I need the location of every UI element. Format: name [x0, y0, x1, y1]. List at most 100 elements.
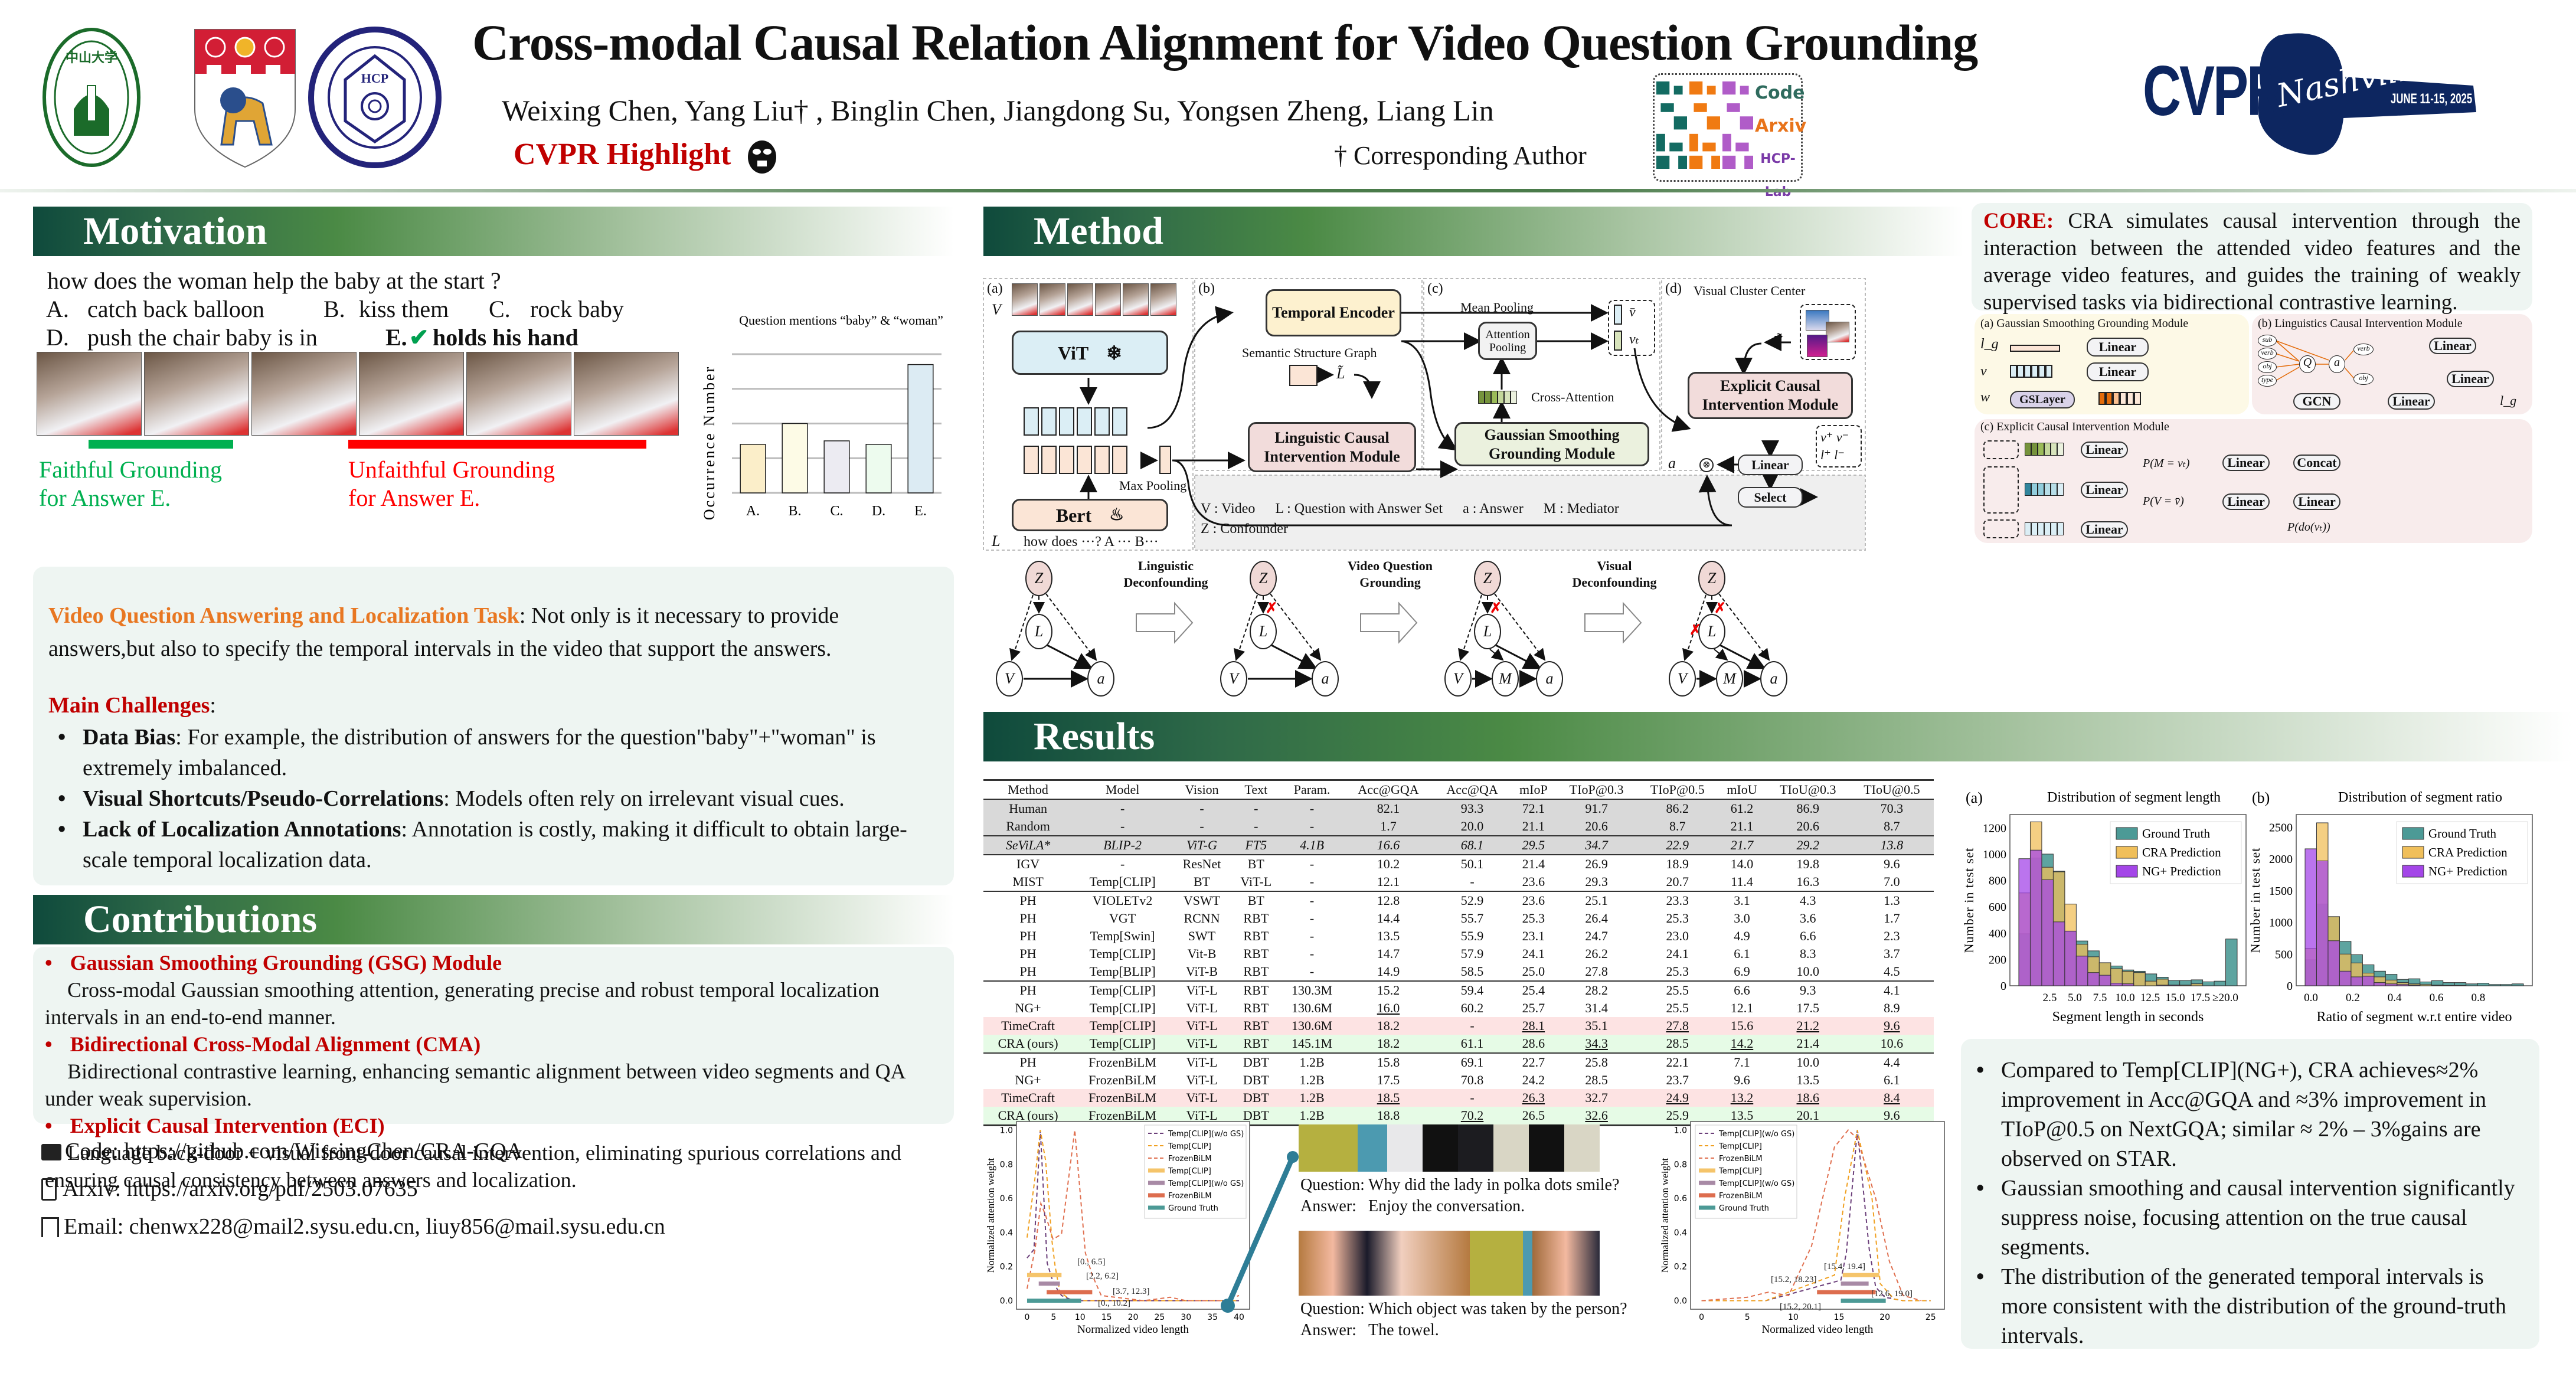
cluster-frames	[1983, 466, 2019, 514]
x-tick-label: E.	[914, 503, 927, 519]
arxiv-qr-icon[interactable]	[1689, 81, 1720, 169]
table-cell: -	[1309, 964, 1315, 979]
max-pooling-label: Max Pooling	[1119, 478, 1187, 493]
table-cell: RBT	[1243, 928, 1269, 943]
table-cell: 24.1	[1522, 946, 1545, 961]
table-cell: 8.7	[1849, 818, 1934, 836]
histogram-bar	[2489, 984, 2501, 986]
histogram-bar	[2179, 985, 2192, 986]
table-cell: 28.2	[1556, 980, 1637, 999]
histogram-ratio: (b)Distribution of segment ratio05001000…	[2248, 789, 2533, 1025]
histogram-bar	[2156, 979, 2169, 986]
arxiv-link[interactable]: Arxiv: https://arxiv.org/pdf/2503.07635	[41, 1170, 665, 1208]
histogram-bar	[2408, 985, 2421, 986]
pooled-text-token	[1159, 446, 1171, 474]
v-t-label: vₜ	[1629, 332, 1639, 347]
table-cell: RBT	[1231, 1035, 1281, 1053]
table-cell: 13.2	[1718, 1089, 1766, 1107]
flame-icon: ♨	[1109, 505, 1124, 524]
table-cell: -	[1280, 854, 1343, 873]
histogram-bar	[2454, 985, 2467, 986]
histogram-bar	[2156, 985, 2169, 986]
y-tick-label: 0	[2000, 980, 2006, 993]
table-cell: 6.6	[1718, 980, 1766, 999]
bar	[865, 444, 892, 493]
table-cell: 26.4	[1585, 911, 1608, 926]
table-cell: VGT	[1109, 911, 1136, 926]
chart-title: Question mentions “baby” & “woman”	[739, 313, 943, 328]
table-cell: 29.3	[1585, 874, 1608, 889]
table-cell: 29.5	[1511, 835, 1557, 855]
language-node: L	[1698, 614, 1725, 649]
histogram-bar	[2500, 984, 2513, 986]
table-cell: 6.1	[1734, 946, 1750, 961]
column-header: Acc@QA	[1433, 779, 1511, 800]
column-header: Param.	[1280, 779, 1343, 800]
y-axis-label: Number in test set	[2248, 848, 2263, 953]
histogram-bar	[2362, 976, 2375, 986]
table-cell: 23.3	[1637, 891, 1718, 910]
table-cell: ViT-L	[1172, 1017, 1231, 1035]
video-frame	[37, 352, 142, 436]
causal-edge	[1718, 643, 1766, 669]
table-cell: PH	[983, 891, 1073, 910]
qr-dotted-frame	[1653, 73, 1803, 182]
graph-node-type: type	[2258, 375, 2277, 387]
sysu-logo-cn: 中山大学	[66, 50, 117, 65]
task-description: Video Question Answering and Localizatio…	[48, 603, 839, 661]
linear-layer: Linear	[2429, 338, 2476, 354]
table-cell: 15.2	[1343, 980, 1434, 999]
table-cell: Temp[CLIP]	[1089, 874, 1156, 889]
table-cell: 18.6	[1766, 1089, 1850, 1107]
legend-mediator: M : Mediator	[1543, 501, 1619, 516]
panel-c-label: (c)	[1427, 281, 1443, 297]
table-cell: 8.9	[1884, 1001, 1900, 1015]
table-cell: 4.4	[1849, 1052, 1934, 1071]
snowflake-icon: ❄	[1106, 342, 1122, 364]
qr-label-hcp-lab[interactable]: HCP-Lab	[1760, 152, 1796, 200]
table-cell: PH	[983, 1052, 1073, 1071]
example-2-text: Question:Which object was taken by the p…	[1300, 1300, 1627, 1339]
video-node: V	[1220, 661, 1247, 697]
table-cell: PH	[1019, 946, 1037, 961]
legend-label: CRA Prediction	[2428, 845, 2508, 859]
table-cell: 23.1	[1522, 928, 1545, 943]
table-cell: 72.1	[1511, 799, 1557, 818]
answer-node: a	[1087, 661, 1114, 697]
qr-label-code[interactable]: Code	[1755, 83, 1805, 103]
column-header: TIoU@0.5	[1849, 779, 1934, 800]
table-cell: 18.2	[1343, 1035, 1434, 1053]
x-axis-label: Normalized video length	[1762, 1323, 1874, 1336]
table-cell: 3.7	[1884, 946, 1900, 961]
vit-encoder: ViT❄	[1012, 331, 1168, 375]
table-cell: ViT-L	[1172, 1089, 1231, 1107]
cross-attention-tokens	[1478, 391, 1517, 405]
column-header: Text	[1231, 779, 1281, 800]
linear-layer: Linear	[2087, 362, 2149, 381]
bar	[740, 444, 766, 493]
table-cell: TimeCraft	[983, 1017, 1073, 1035]
p-mediator-label: P(M = vₜ)	[2143, 457, 2190, 470]
table-cell: 60.2	[1460, 1001, 1484, 1015]
table-cell: 57.9	[1460, 946, 1484, 961]
qr-label-arxiv[interactable]: Arxiv	[1755, 116, 1807, 136]
table-cell: -	[1433, 1089, 1511, 1107]
code-qr-icon[interactable]	[1656, 81, 1687, 169]
code-link[interactable]: Code: https://github.com/WissingChen/CRA…	[41, 1132, 665, 1170]
mediator-node: M	[1492, 661, 1519, 697]
table-cell: 70.3	[1849, 799, 1934, 818]
table-cell: 21.7	[1718, 835, 1766, 855]
visual-tokens	[1024, 407, 1127, 437]
email-link[interactable]: Email: chenwx228@mail2.sysu.edu.cn, liuy…	[41, 1208, 665, 1245]
x-tick-label: 10	[1075, 1313, 1086, 1322]
table-cell: 9.6	[1849, 1017, 1934, 1035]
histogram-bar	[2304, 848, 2317, 986]
legend-label: Temp[CLIP](w/o GS)	[1718, 1130, 1794, 1139]
table-cell: -	[1309, 928, 1315, 943]
results-heading: Results	[983, 712, 2572, 761]
x-tick-label: 0	[1024, 1313, 1029, 1322]
table-cell: 58.5	[1460, 964, 1484, 979]
contrastive-pairs: v⁺ v⁻l⁺ l⁻	[1816, 425, 1862, 467]
finding-item: Gaussian smoothing and causal interventi…	[1967, 1173, 2533, 1262]
hcp-lab-qr-icon[interactable]	[1722, 81, 1753, 169]
